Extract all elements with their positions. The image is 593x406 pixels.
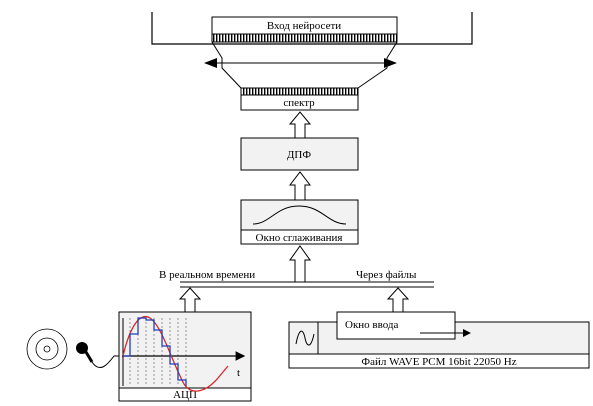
arrow-input-to-branch <box>386 287 410 313</box>
analog-signal <box>122 316 229 392</box>
bell-curve-icon <box>252 205 347 225</box>
speaker-icon <box>26 328 68 370</box>
dft-block: ДПФ <box>240 137 359 171</box>
arrow-window-to-dft <box>288 171 312 201</box>
sampled-signal <box>123 317 187 386</box>
branch-files-label: Через файлы <box>356 269 417 281</box>
branch-lines: В реальном времени Через файлы <box>159 269 434 288</box>
arrow-dft-to-spectrum <box>288 111 312 139</box>
right-arrow-icon <box>384 58 397 68</box>
microphone-icon <box>76 342 119 368</box>
adc-block: АЦП t <box>118 311 252 402</box>
time-axis-label: t <box>237 367 240 379</box>
arrow-adc-to-branch <box>178 287 202 313</box>
network-input-block: Вход нейросети <box>211 16 398 43</box>
input-window-label: Окно ввода <box>345 319 399 331</box>
arrow-branch-to-window <box>289 245 311 283</box>
network-frame <box>151 12 473 45</box>
dft-label: ДПФ <box>287 149 311 161</box>
spectrum-label: спектр <box>283 97 315 109</box>
wave-file-label: Файл WAVE PCM 16bit 22050 Hz <box>361 356 516 368</box>
branch-realtime-label: В реальном времени <box>159 269 255 281</box>
spectrum-block: спектр <box>240 87 359 111</box>
adc-label: АЦП <box>173 389 197 401</box>
smoothing-window-label: Окно сглаживания <box>256 232 343 244</box>
smoothing-window-block: Окно сглаживания <box>240 199 359 245</box>
sine-wave-icon <box>295 330 315 346</box>
left-arrow-icon <box>204 58 217 68</box>
network-input-label: Вход нейросети <box>267 20 341 32</box>
funnel <box>204 41 398 89</box>
input-window-block: Окно ввода Файл WAVE PCM 16bit 22050 Hz <box>288 311 590 369</box>
